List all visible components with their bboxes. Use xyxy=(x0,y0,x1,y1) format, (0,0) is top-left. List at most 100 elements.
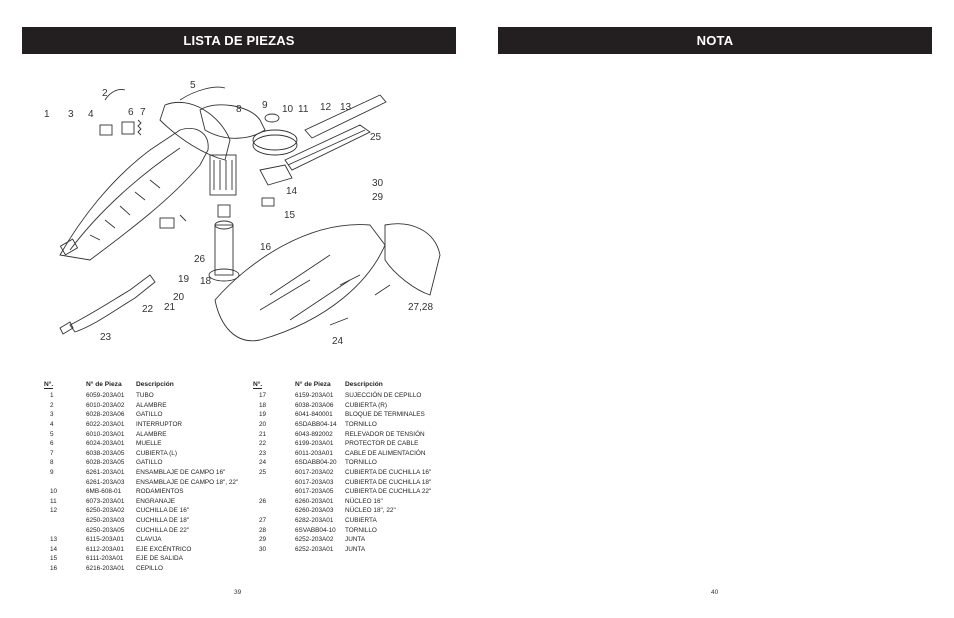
callout-27-28: 27,28 xyxy=(408,302,433,313)
part-code: 6250-203A05 xyxy=(86,526,125,534)
part-description: CLAVIJA xyxy=(136,536,162,544)
diagram-tube xyxy=(59,128,209,261)
part-code: 6199-203A01 xyxy=(295,440,334,448)
part-number-index: 17 xyxy=(259,392,267,400)
part-code: 6SVABB04-10 xyxy=(295,526,336,534)
part-number-index xyxy=(253,477,295,487)
part-number-index xyxy=(44,525,86,535)
part-number-index: 18 xyxy=(259,401,267,409)
diagram-switch xyxy=(99,124,113,136)
part-code: 6252-203A01 xyxy=(295,545,334,553)
col-header-no: N°. xyxy=(44,381,54,389)
part-number-index: 23 xyxy=(259,449,267,457)
part-number-index: 15 xyxy=(50,555,58,563)
part-description: CUBIERTA (L) xyxy=(136,449,177,457)
part-code: 6SDABB04-14 xyxy=(295,421,337,429)
part-number-index: 9 xyxy=(50,469,54,477)
part-description: MUELLE xyxy=(136,440,162,448)
diagram-gear xyxy=(252,134,298,156)
part-description: CEPILLO xyxy=(136,564,163,572)
part-description: JUNTA xyxy=(345,545,366,553)
part-description: PROTECTOR DE CABLE xyxy=(345,440,419,448)
part-code: 6159-203A01 xyxy=(295,392,334,400)
callout-12: 12 xyxy=(320,102,332,113)
part-code: 6043-892002 xyxy=(295,430,333,438)
part-number-index: 27 xyxy=(259,517,267,525)
part-description: ALAMBRE xyxy=(136,430,167,438)
part-number-index: 21 xyxy=(259,430,267,438)
diagram-field-assembly xyxy=(199,104,266,139)
callout-13: 13 xyxy=(340,102,352,113)
part-description: CUBIERTA xyxy=(345,517,377,525)
part-description: CUBIERTA DE CUCHILLA 22" xyxy=(345,488,432,496)
diagram-motor xyxy=(209,154,237,196)
callout-15: 15 xyxy=(284,210,296,221)
part-description: CUCHILLA DE 18" xyxy=(136,517,190,525)
callout-26: 26 xyxy=(194,254,206,265)
callout-30: 30 xyxy=(372,178,384,189)
page-number-right: 40 xyxy=(711,589,719,596)
callout-11: 11 xyxy=(298,104,309,115)
callout-9: 9 xyxy=(262,100,268,111)
part-number-index xyxy=(44,516,86,526)
diagram-cover-right xyxy=(214,224,386,342)
callout-25: 25 xyxy=(370,132,382,143)
part-code: 6112-203A01 xyxy=(86,545,124,553)
part-code: 6011-203A01 xyxy=(295,449,333,457)
part-code: 6010-203A01 xyxy=(86,430,125,438)
callout-23: 23 xyxy=(100,332,112,343)
part-code: 6250-203A03 xyxy=(86,517,125,525)
part-number-index: 6 xyxy=(50,440,54,448)
part-number-index xyxy=(44,477,86,487)
part-number-index xyxy=(253,487,295,497)
part-code: 6024-203A01 xyxy=(86,440,125,448)
diagram-spring xyxy=(137,119,142,136)
callout-22: 22 xyxy=(142,304,154,315)
part-code: 6041-840001 xyxy=(295,411,333,419)
diagram-trigger xyxy=(121,121,135,135)
part-description: CUBIERTA DE CUCHILLA 18" xyxy=(345,478,432,486)
callout-8: 8 xyxy=(236,104,242,115)
callout-16: 16 xyxy=(260,242,272,253)
part-number-index: 5 xyxy=(50,430,54,438)
part-code: 6111-203A01 xyxy=(86,555,124,563)
col-header-no: N°. xyxy=(253,381,263,389)
part-description: JUNTA xyxy=(345,536,366,544)
parts-list-header: LISTA DE PIEZAS xyxy=(22,27,456,54)
part-number-index: 20 xyxy=(259,421,267,429)
part-description: ALAMBRE xyxy=(136,401,167,409)
callout-24: 24 xyxy=(332,336,344,347)
part-description: GATILLO xyxy=(136,411,163,419)
part-description: NÚCLEO 18", 22" xyxy=(345,507,396,515)
part-number-index: 1 xyxy=(50,392,54,400)
callout-1: 1 xyxy=(44,109,50,120)
callout-6: 6 xyxy=(128,107,134,118)
part-description: TORNILLO xyxy=(345,459,377,467)
part-number-index: 12 xyxy=(50,507,58,515)
diagram-power-cord xyxy=(69,274,156,333)
part-description: ENSAMBLAJE DE CAMPO 18", 22" xyxy=(136,478,239,486)
part-code: 6MB-608-01 xyxy=(86,488,122,496)
